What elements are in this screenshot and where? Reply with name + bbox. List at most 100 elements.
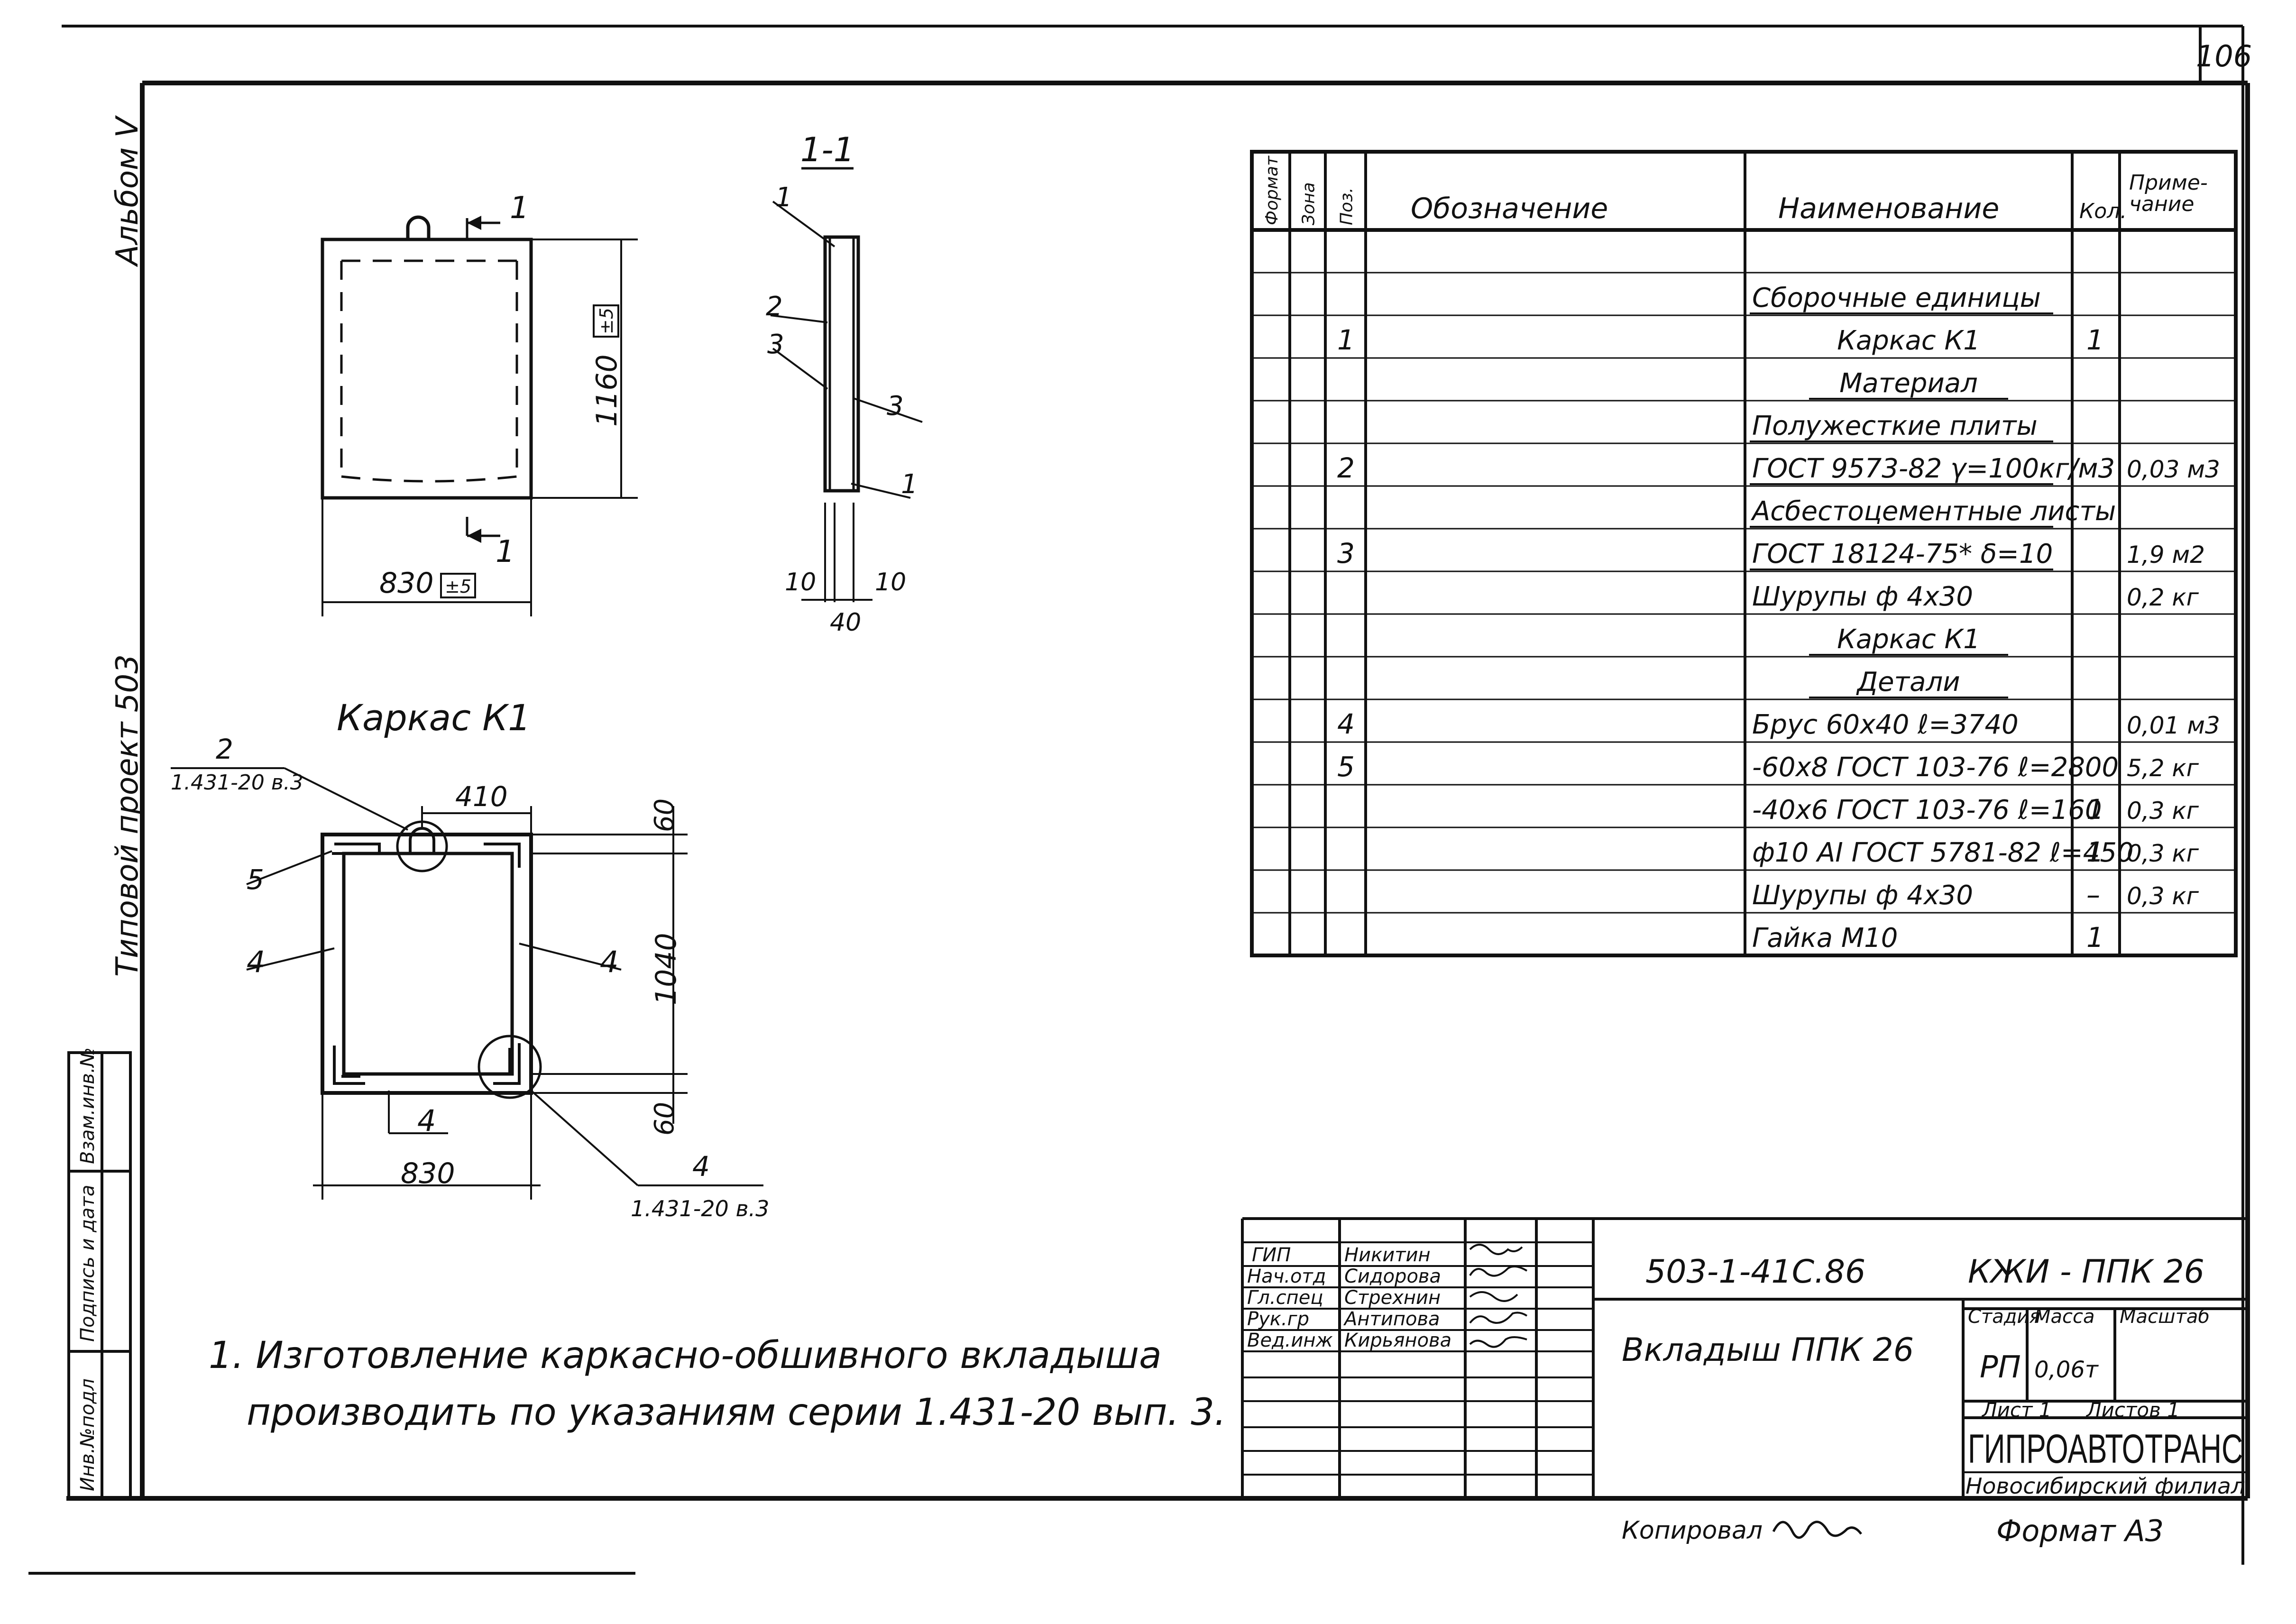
spec-note: 0,2 кг: [2127, 584, 2199, 611]
dim-height: 1160: [590, 354, 624, 427]
spec-qty: 1: [2086, 836, 2104, 868]
title-block: ГИП Нач.отд Гл.спец Рук.гр Вед.инж Никит…: [1241, 1217, 2248, 1548]
spec-name: -40х6 ГОСТ 103-76 ℓ=160: [1752, 795, 2102, 826]
margin-stamp-label: Подпись и дата: [77, 1185, 99, 1342]
spec-row: 3 ГОСТ 18124-75* δ=10 1,9 м2: [1337, 537, 2205, 570]
callout-5: 5: [247, 863, 264, 896]
section-dim-right: 10: [875, 568, 906, 596]
spec-row: Шурупы ф 4х30 –0,3 кг: [1752, 879, 2199, 911]
spec-note: 0,3 кг: [2127, 882, 2199, 910]
spec-name: Шурупы ф 4х30: [1752, 581, 1973, 612]
margin-stamp-label: Инв.№подл: [77, 1378, 99, 1491]
spec-header: Зона: [1299, 182, 1319, 225]
spec-name: Шурупы ф 4х30: [1752, 880, 1973, 911]
sheet-frame: [28, 25, 2250, 1575]
spec-qty: 1: [2086, 921, 2104, 954]
left-margin: Альбом V Типовой проект 503 Инв.№подл По…: [67, 115, 145, 1500]
callout-2-ref: 1.431-20 в.3: [171, 771, 303, 795]
section-callout: 3: [767, 329, 784, 360]
tb-name: Стрехнин: [1344, 1287, 1441, 1309]
spec-note: 0,01 м3: [2127, 712, 2220, 739]
spec-header: Приме-: [2129, 171, 2208, 195]
tb-role: Гл.спец: [1247, 1287, 1323, 1309]
spec-qty: –: [2086, 879, 2100, 911]
tb-role: Вед.инж: [1247, 1330, 1333, 1351]
spec-note: 0,3 кг: [2127, 840, 2199, 867]
spec-row: Сборочные единицы: [1750, 283, 2053, 314]
spec-pos: 2: [1337, 452, 1355, 484]
dim-width-tolerance: ±5: [445, 576, 471, 597]
tb-sheet: Лист 1: [1981, 1398, 2052, 1422]
callout-4-right: 4: [600, 945, 618, 979]
tb-mass-label: Масса: [2034, 1306, 2095, 1328]
spec-header: Поз.: [1337, 187, 1357, 225]
tb-sheets: Листов 1: [2085, 1398, 2180, 1422]
spec-header: Кол.: [2079, 199, 2127, 223]
section-callout: 1: [901, 469, 918, 500]
spec-note: 0,03 м3: [2127, 456, 2220, 483]
callout-2: 2: [216, 733, 233, 765]
spec-name: Каркас К1: [1837, 624, 1980, 655]
spec-name: Сборочные единицы: [1752, 283, 2041, 313]
album-label: Альбом V: [110, 115, 145, 267]
spec-name: ГОСТ 18124-75* δ=10: [1752, 539, 2053, 569]
section-mark-top: 1: [510, 191, 529, 226]
spec-note: 0,3 кг: [2127, 797, 2199, 825]
tb-scale-label: Масштаб: [2120, 1306, 2210, 1328]
spec-qty: 1: [2086, 793, 2104, 826]
callout-4-ref: 1.431-20 в.3: [631, 1196, 769, 1221]
tb-stage: РП: [1980, 1350, 2021, 1385]
spec-row: Каркас К1: [1809, 624, 2008, 656]
tb-name: Никитин: [1344, 1244, 1431, 1266]
spec-pos: 4: [1337, 708, 1355, 740]
spec-row: Материал: [1809, 368, 2008, 400]
spec-name: ГОСТ 9573-82 γ=100кг/м3: [1752, 453, 2115, 484]
spec-name: ф10 AI ГОСТ 5781-82 ℓ=450: [1752, 837, 2134, 868]
spec-note: 1,9 м2: [2127, 541, 2205, 569]
section-callout: 3: [887, 391, 904, 422]
spec-name: -60х8 ГОСТ 103-76 ℓ=2800: [1752, 752, 2119, 783]
tb-name: Сидорова: [1344, 1266, 1441, 1287]
callout-4-bottom: 4: [417, 1103, 436, 1138]
callout-4-left: 4: [247, 945, 265, 979]
tb-format: Формат А3: [1996, 1514, 2164, 1548]
spec-row: Асбестоцементные листы: [1750, 496, 2116, 528]
spec-name: Гайка М10: [1752, 923, 1898, 954]
copied-signature: [1772, 1521, 1862, 1539]
section-title: 1-1: [800, 130, 854, 169]
dim-width: 830: [379, 567, 434, 600]
note-line-2: производить по указаниям серии 1.431-20 …: [247, 1391, 1226, 1434]
frame-dim-top: 410: [455, 780, 508, 813]
spec-row: Полужесткие плиты: [1750, 411, 2053, 442]
spec-row: 2 ГОСТ 9573-82 γ=100кг/м3 0,03 м3: [1337, 452, 2220, 485]
spec-row: Детали: [1809, 667, 2008, 698]
spec-pos: 1: [1337, 324, 1355, 356]
spec-pos: 3: [1337, 537, 1355, 569]
margin-stamp-label: Взам.инв.№: [77, 1047, 99, 1164]
frame-dim-width: 830: [401, 1157, 455, 1190]
spec-name: Асбестоцементные листы: [1751, 496, 2116, 527]
tb-branch: Новосибирский филиал: [1965, 1473, 2245, 1499]
general-note: 1. Изготовление каркасно-обшивного вклад…: [209, 1334, 1226, 1434]
spec-header: Наименование: [1778, 192, 1999, 225]
tb-name: Антипова: [1343, 1308, 1440, 1330]
spec-header: Обозначение: [1411, 192, 1608, 225]
spec-row: Гайка М10 1: [1752, 921, 2104, 954]
frame-dim-corner-bottom: 60: [649, 1102, 680, 1136]
tb-role: Нач.отд: [1247, 1266, 1326, 1287]
spec-row: Шурупы ф 4х30 0,2 кг: [1752, 581, 2199, 612]
panel-elevation: 1 1 1160 ±5 830 ±5: [321, 191, 638, 616]
tb-org: ГИПРОАВТОТРАНС: [1968, 1426, 2243, 1472]
spec-name: Материал: [1839, 368, 1978, 399]
section-callout: 1: [775, 182, 792, 213]
note-line-1: 1. Изготовление каркасно-обшивного вклад…: [209, 1334, 1162, 1377]
tb-role: Рук.гр: [1247, 1308, 1309, 1330]
project-label: Типовой проект 503: [110, 654, 145, 977]
section-dim-total: 40: [830, 608, 861, 637]
tb-doc-title: Вкладыш ППК 26: [1622, 1331, 1914, 1369]
